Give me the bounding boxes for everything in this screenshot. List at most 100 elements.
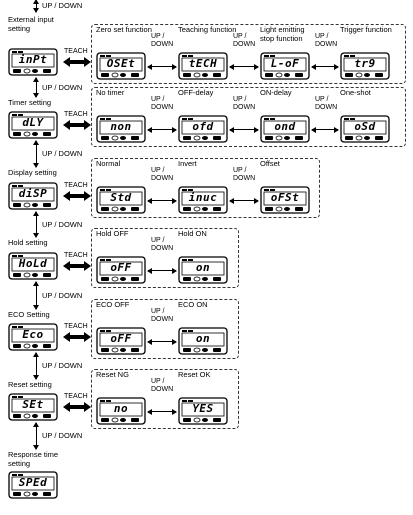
updown-label: UP / DOWN: [233, 33, 256, 48]
option-lcd: inuc: [178, 186, 228, 214]
up-button-icon: [284, 73, 290, 77]
indicator-bar: [264, 118, 269, 120]
option-lcd: ond: [260, 115, 310, 143]
lcd-readout: Std: [110, 191, 132, 204]
down-button-icon: [213, 348, 221, 352]
up-button-icon: [120, 207, 126, 211]
mode-button-icon: [101, 277, 109, 281]
down-button-icon: [131, 277, 139, 281]
teach-arrow: [63, 191, 91, 201]
display-window: [181, 57, 225, 72]
mode-button-icon: [101, 348, 109, 352]
mode-button-icon: [265, 207, 273, 211]
indicator-bar: [188, 189, 193, 191]
indicator-bar: [12, 326, 17, 328]
mode-button-icon: [183, 136, 191, 140]
display-window: [11, 53, 55, 68]
up-button-icon: [202, 277, 208, 281]
indicator-bar: [350, 55, 355, 57]
up-button-icon: [202, 418, 208, 422]
mode-button-icon: [265, 73, 273, 77]
option-lcd: oSd: [340, 115, 390, 143]
row-label: ECO Setting: [8, 310, 50, 319]
up-button-icon: [32, 203, 38, 207]
option-updown-arrow: [229, 197, 259, 204]
updown-arrow: [33, 211, 39, 238]
indicator-bar: [18, 114, 23, 116]
up-button-icon: [364, 136, 370, 140]
option-label: ECO ON: [178, 300, 208, 309]
display-window: [343, 120, 387, 135]
option-lcd: OSEt: [96, 52, 146, 80]
down-button-icon: [213, 277, 221, 281]
option-lcd: oFF: [96, 256, 146, 284]
teach-label: TEACH: [64, 182, 88, 189]
options-group: [91, 228, 239, 288]
indicator-bar: [182, 330, 187, 332]
row-label: Display setting: [8, 168, 57, 177]
indicator-bar: [344, 55, 349, 57]
updown-label: UP / DOWN: [42, 431, 83, 440]
updown-label: UP / DOWN: [42, 361, 83, 370]
up-button-icon: [32, 132, 38, 136]
up-button-icon: [120, 73, 126, 77]
updown-label: UP / DOWN: [42, 219, 83, 229]
indicator-bar: [182, 189, 187, 191]
indicator-bar: [12, 396, 17, 398]
teach-arrow: [63, 57, 91, 67]
option-lcd: tECH: [178, 52, 228, 80]
option-label: Invert: [178, 159, 197, 168]
indicator-bar: [270, 55, 275, 57]
option-updown-arrow: [311, 126, 339, 133]
lcd-readout: tECH: [188, 57, 218, 70]
up-button-icon: [202, 207, 208, 211]
lcd-readout: on: [195, 261, 211, 274]
down-button-icon: [43, 69, 51, 73]
down-button-icon: [295, 136, 303, 140]
updown-label: UP / DOWN: [151, 167, 174, 182]
option-lcd: YES: [178, 397, 228, 425]
mode-button-icon: [101, 418, 109, 422]
indicator-bar: [270, 189, 275, 191]
updown-arrow: [33, 352, 39, 380]
lcd-readout: ond: [274, 120, 296, 133]
set-button-icon: [23, 202, 31, 208]
set-button-icon: [193, 276, 201, 282]
updown-label: UP / DOWN: [151, 237, 174, 252]
option-updown-arrow: [311, 63, 339, 70]
down-button-icon: [213, 73, 221, 77]
option-updown-arrow: [147, 197, 177, 204]
main-setting-lcd: dLY: [8, 111, 58, 139]
mode-button-icon: [265, 136, 273, 140]
indicator-bar: [188, 259, 193, 261]
mode-button-icon: [13, 132, 21, 136]
indicator-bar: [100, 330, 105, 332]
option-lcd: L-oF: [260, 52, 310, 80]
lcd-readout: non: [110, 120, 132, 133]
up-button-icon: [32, 344, 38, 348]
teach-label: TEACH: [64, 393, 88, 400]
lcd-readout: no: [113, 402, 129, 415]
option-updown-arrow: [147, 126, 177, 133]
indicator-bar: [100, 55, 105, 57]
display-window: [343, 57, 387, 72]
option-lcd: ofd: [178, 115, 228, 143]
indicator-bar: [106, 55, 111, 57]
indicator-bar: [18, 474, 23, 476]
set-button-icon: [355, 72, 363, 78]
indicator-bar: [106, 330, 111, 332]
updown-label: UP / DOWN: [42, 290, 83, 300]
indicator-bar: [12, 114, 17, 116]
down-button-icon: [131, 348, 139, 352]
option-lcd: on: [178, 327, 228, 355]
option-label: Zero set function: [96, 25, 152, 34]
mode-button-icon: [101, 73, 109, 77]
display-window: [99, 191, 143, 206]
display-window: [11, 476, 55, 491]
mode-button-icon: [183, 207, 191, 211]
indicator-bar: [12, 474, 17, 476]
down-button-icon: [295, 207, 303, 211]
down-button-icon: [375, 136, 383, 140]
teach-label: TEACH: [64, 323, 88, 330]
down-button-icon: [131, 418, 139, 422]
